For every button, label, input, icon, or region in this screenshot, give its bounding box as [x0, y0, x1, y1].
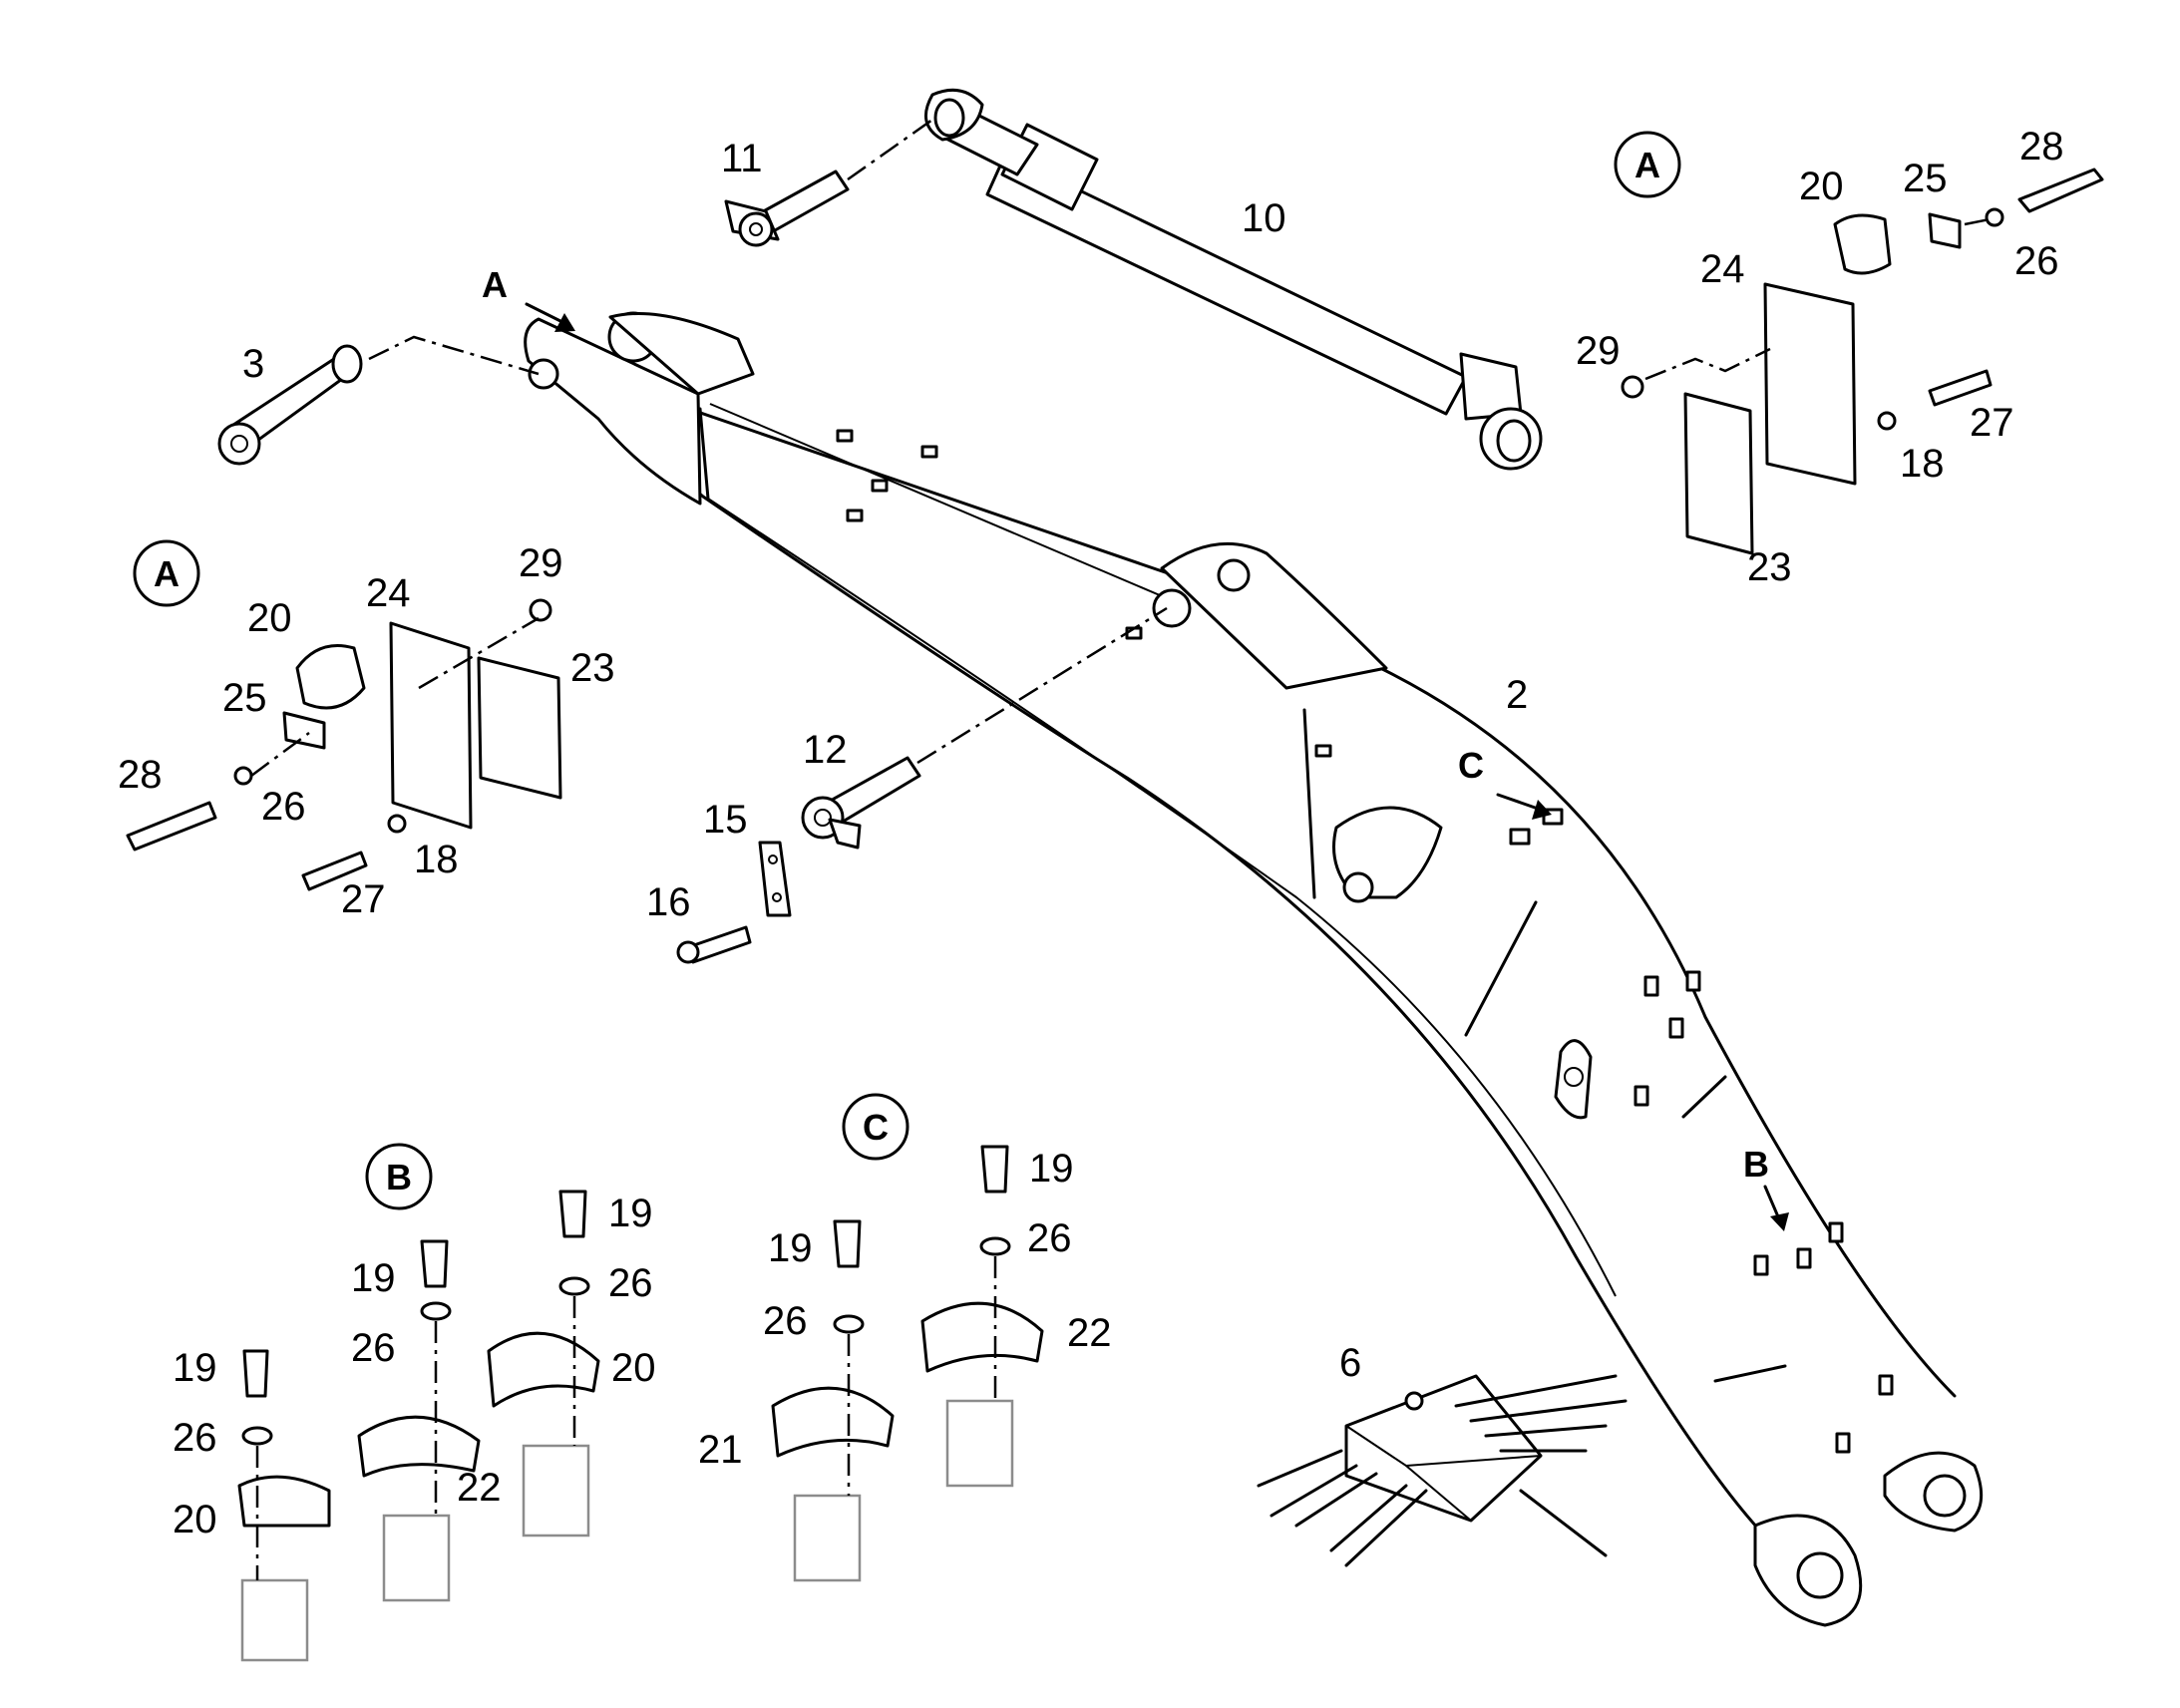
- callout-ra-29: 29: [1576, 329, 1621, 373]
- callout-la-23: 23: [570, 646, 615, 690]
- marker-c: C: [863, 1107, 889, 1148]
- circle-b: [365, 1143, 433, 1210]
- callout-c-19a: 19: [768, 1226, 813, 1270]
- callout-la-18: 18: [414, 838, 459, 881]
- callout-ra-23: 23: [1747, 545, 1792, 589]
- pin-3-centerline: [368, 335, 540, 376]
- circle-a-left: [133, 539, 200, 607]
- pin-12-centerline: [916, 606, 1168, 765]
- detail-b: [237, 1190, 600, 1662]
- callout-c-21: 21: [698, 1428, 743, 1472]
- callout-c-26a: 26: [763, 1299, 808, 1343]
- marker-a-left: A: [154, 553, 180, 594]
- callout-numbers: 2 3 6 10 11 12 15 16 20 25 28 26 24 29 2…: [118, 125, 2064, 1541]
- pin-11-centerline: [847, 118, 933, 181]
- arrow-label-a: A: [482, 264, 508, 305]
- callout-ra-28: 28: [2019, 125, 2064, 169]
- callout-b-19b: 19: [351, 1256, 396, 1300]
- callout-la-24: 24: [366, 571, 411, 615]
- callout-b-26b: 26: [351, 1326, 396, 1370]
- boom-structure: [524, 311, 1984, 1627]
- callout-16: 16: [646, 880, 691, 924]
- callout-la-25: 25: [222, 676, 267, 720]
- callout-ra-26: 26: [2014, 239, 2059, 283]
- callout-ra-20: 20: [1799, 165, 1844, 208]
- callout-la-28: 28: [118, 753, 163, 797]
- hydraulic-cylinder: [923, 88, 1543, 471]
- marker-a-right: A: [1635, 145, 1660, 185]
- view-arrow-c: [1496, 793, 1552, 820]
- boom-tabs: [836, 429, 1894, 1454]
- callout-12: 12: [803, 728, 848, 772]
- callout-c-26b: 26: [1027, 1216, 1072, 1260]
- callout-15: 15: [703, 798, 748, 842]
- callout-b-26c: 26: [608, 1261, 653, 1305]
- valve-block-6: [1257, 1374, 1628, 1567]
- callout-la-20: 20: [247, 596, 292, 640]
- callout-6: 6: [1339, 1341, 1361, 1385]
- callout-10: 10: [1242, 196, 1286, 240]
- callout-c-19b: 19: [1029, 1147, 1074, 1191]
- view-arrow-a: [525, 302, 575, 332]
- arrow-label-c: C: [1458, 745, 1484, 786]
- marker-b: B: [386, 1157, 412, 1197]
- callout-c-22: 22: [1067, 1311, 1112, 1355]
- boom-pin-3: [217, 344, 363, 466]
- detail-a-left: [126, 598, 562, 891]
- callout-ra-24: 24: [1700, 247, 1745, 291]
- callout-la-27: 27: [341, 877, 386, 921]
- arrow-label-b: B: [1743, 1144, 1769, 1185]
- callout-b-20c: 20: [611, 1346, 656, 1390]
- callout-b-26a: 26: [173, 1416, 217, 1460]
- callout-b-19a: 19: [173, 1346, 217, 1390]
- callout-la-29: 29: [519, 541, 563, 585]
- pin-12: [801, 756, 921, 850]
- detail-a-right: [1621, 168, 2104, 555]
- view-arrow-b: [1763, 1185, 1789, 1231]
- callout-b-19c: 19: [608, 1192, 653, 1235]
- callout-ra-25: 25: [1903, 157, 1948, 200]
- detail-c: [771, 1145, 1044, 1582]
- callout-b-22: 22: [457, 1466, 502, 1510]
- circle-c: [842, 1093, 909, 1161]
- callout-la-26: 26: [261, 785, 306, 829]
- callout-ra-18: 18: [1900, 442, 1945, 486]
- callout-b-20a: 20: [173, 1498, 217, 1541]
- callout-ra-27: 27: [1970, 401, 2014, 445]
- callout-3: 3: [242, 342, 264, 386]
- callout-11: 11: [721, 137, 763, 180]
- plate-15-bolt-16: [676, 841, 792, 964]
- cylinder-pin-11: [724, 170, 850, 247]
- circle-a-right: [1614, 131, 1681, 198]
- callout-2: 2: [1506, 673, 1528, 717]
